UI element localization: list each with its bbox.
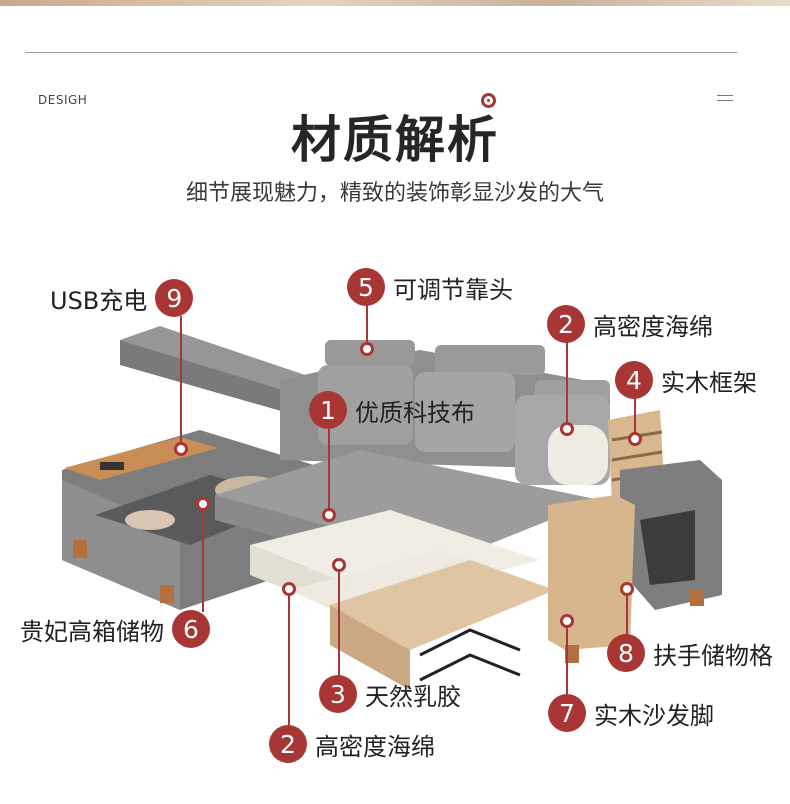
- callout-number-badge: 9: [155, 279, 194, 317]
- callout-number-badge: 1: [309, 391, 347, 429]
- headrest-2: [435, 345, 545, 375]
- armrest-cubby: [640, 510, 695, 585]
- callout-usb-charging: USB充电 9: [50, 279, 194, 317]
- leader-9: [180, 316, 182, 446]
- marker-dot-2b: [282, 582, 296, 596]
- marker-dot-5: [360, 342, 374, 356]
- callout-number-badge: 8: [607, 634, 645, 672]
- leader-7: [566, 623, 568, 697]
- leader-3: [338, 566, 340, 676]
- marker-dot-4: [628, 432, 642, 446]
- callout-label: 实木框架: [661, 368, 757, 397]
- callout-number-badge: 3: [319, 675, 357, 713]
- marker-dot-2a: [560, 422, 574, 436]
- callout-label: 扶手储物格: [653, 641, 773, 670]
- leader-1: [328, 428, 330, 514]
- callout-label: 实木沙发脚: [594, 701, 714, 730]
- callout-natural-latex: 3 天然乳胶: [319, 675, 461, 713]
- leader-5: [366, 305, 368, 347]
- callout-label: USB充电: [50, 286, 148, 315]
- callout-number-badge: 4: [615, 361, 653, 399]
- top-photo-strip: [0, 0, 790, 6]
- callout-label: 可调节靠头: [393, 275, 513, 304]
- callout-solid-wood-legs: 7 实木沙发脚: [548, 694, 714, 732]
- callout-solid-wood-frame: 4 实木框架: [615, 361, 757, 399]
- marker-dot-7: [560, 614, 574, 628]
- callout-adjustable-headrest: 5 可调节靠头: [347, 268, 513, 306]
- marker-dot-1: [322, 508, 336, 522]
- callout-high-density-sponge-bottom: 2 高密度海绵: [269, 725, 435, 763]
- callout-label: 贵妃高箱储物: [20, 617, 164, 646]
- leg-2: [160, 585, 174, 603]
- wood-end-panel: [548, 495, 635, 650]
- leader-2a: [566, 342, 568, 427]
- callout-armrest-storage: 8 扶手储物格: [607, 634, 773, 672]
- callout-tech-fabric: 1 优质科技布: [309, 391, 475, 429]
- callout-chaise-storage: 贵妃高箱储物 6: [20, 610, 210, 648]
- callout-number-badge: 5: [347, 268, 385, 306]
- callout-number-badge: 2: [269, 725, 307, 763]
- callout-number-badge: 7: [548, 694, 586, 732]
- callout-label: 天然乳胶: [365, 682, 461, 711]
- marker-dot-8: [620, 582, 634, 596]
- header-divider: [25, 52, 737, 53]
- marker-dot-9: [174, 442, 188, 456]
- leader-6: [202, 506, 204, 612]
- leader-8: [626, 589, 628, 637]
- leader-2b: [288, 590, 290, 726]
- marker-dot-6: [196, 497, 210, 511]
- leg-4: [690, 590, 704, 606]
- callout-number-badge: 2: [547, 305, 585, 343]
- callout-label: 高密度海绵: [593, 312, 713, 341]
- design-tag: DESIGH: [38, 93, 88, 107]
- callout-label: 高密度海绵: [315, 732, 435, 761]
- menu-icon: [717, 95, 733, 105]
- storage-lid: [120, 326, 320, 395]
- leg-3: [565, 645, 579, 663]
- callout-label: 优质科技布: [355, 398, 475, 427]
- title-accent-icon: [481, 93, 496, 108]
- callout-number-badge: 6: [172, 610, 210, 648]
- marker-dot-3: [332, 558, 346, 572]
- leg-1: [73, 540, 87, 558]
- page-title: 材质解析: [291, 111, 499, 169]
- seat-cushions: [215, 450, 600, 560]
- leader-4: [634, 398, 636, 438]
- pullout-wood: [330, 560, 555, 650]
- callout-high-density-sponge-top: 2 高密度海绵: [547, 305, 713, 343]
- page-subtitle: 细节展现魅力，精致的装饰彰显沙发的大气: [185, 181, 604, 206]
